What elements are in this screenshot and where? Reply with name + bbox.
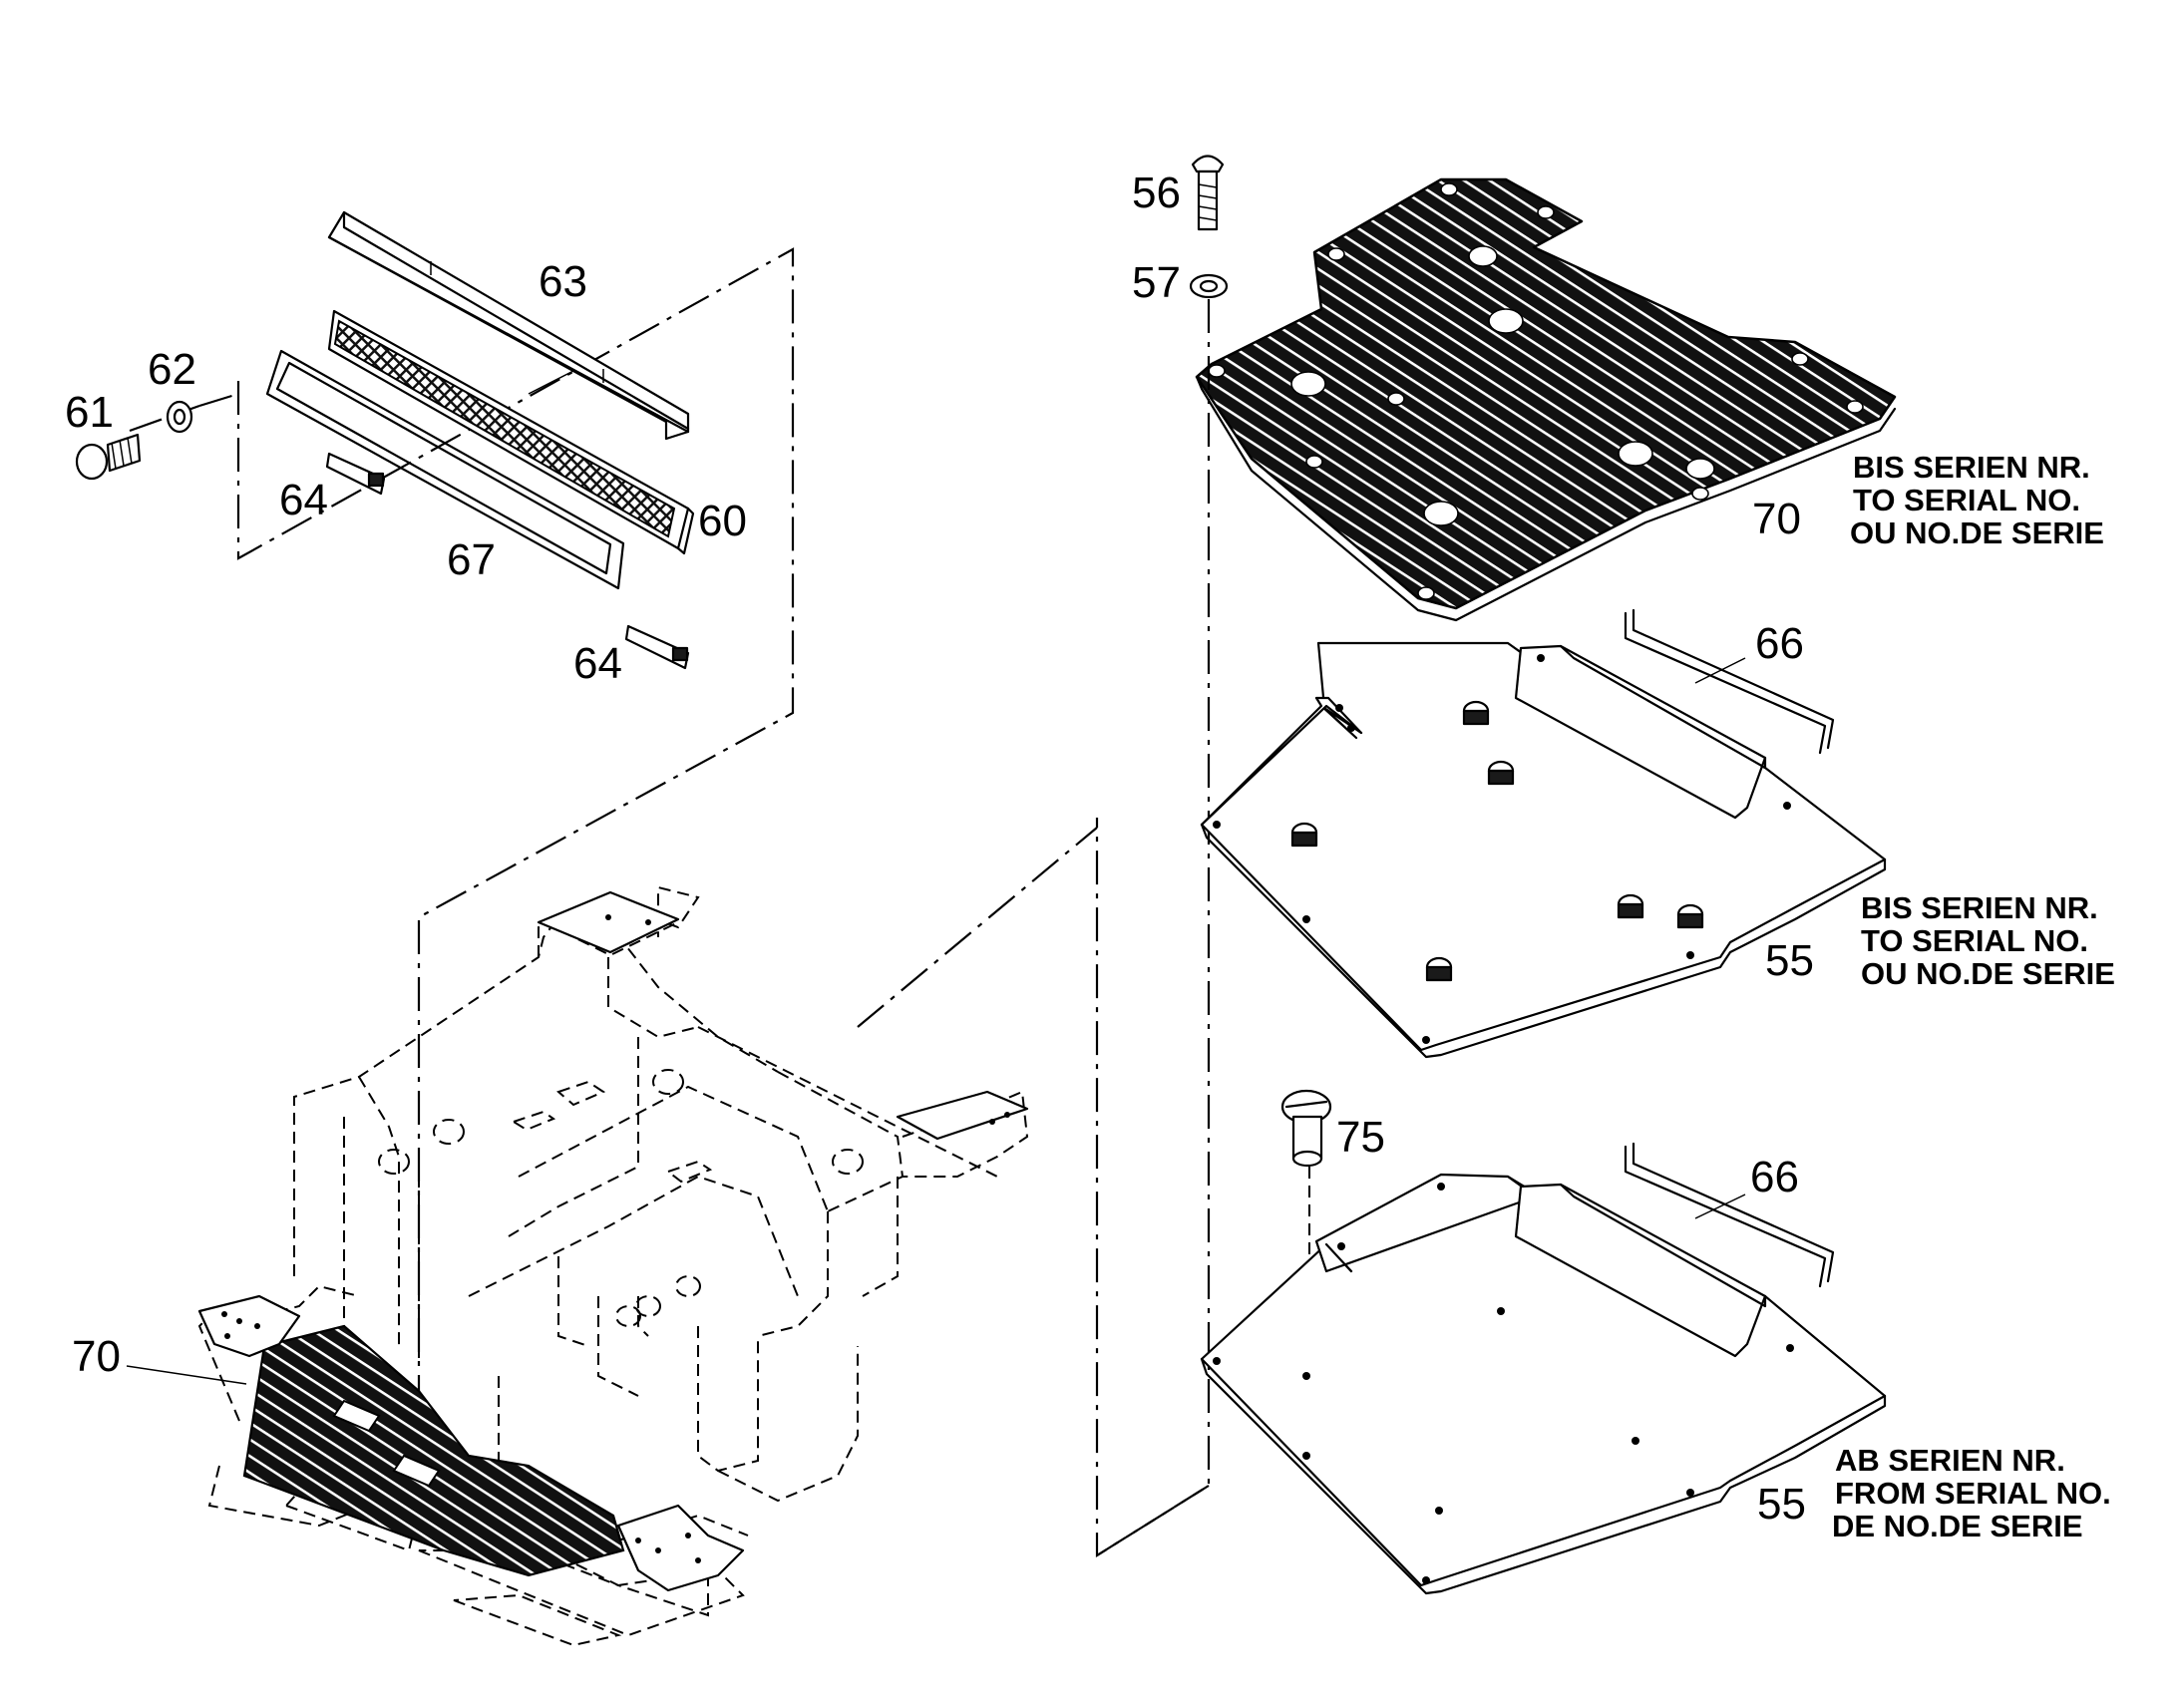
callout-labels: 56 57 61 62 63 64 67 60 64 70 66 55 75 6… xyxy=(65,169,1814,1529)
callout-66-lower: 66 xyxy=(1750,1153,1799,1201)
callout-60: 60 xyxy=(698,497,747,545)
note-line: BIS SERIEN NR. xyxy=(1861,890,2098,925)
serial-note-55-upper: BIS SERIEN NR. TO SERIAL NO. OU NO.DE SE… xyxy=(1861,890,2115,991)
clip-64b xyxy=(624,624,690,670)
callout-64a: 64 xyxy=(279,476,328,524)
note-line: OU NO.DE SERIE xyxy=(1850,515,2104,550)
channel-strip-63 xyxy=(327,210,690,441)
mesh-filter-60 xyxy=(327,309,695,555)
callout-55-upper: 55 xyxy=(1765,936,1814,985)
callout-55-lower: 55 xyxy=(1757,1480,1806,1529)
callout-61: 61 xyxy=(65,388,114,437)
bolt-61 xyxy=(75,433,142,481)
note-line: BIS SERIEN NR. xyxy=(1853,450,2090,485)
callout-56: 56 xyxy=(1132,169,1181,217)
note-line: FROM SERIAL NO. xyxy=(1835,1476,2111,1511)
gasket-frame-67 xyxy=(265,349,625,590)
clip-64a xyxy=(325,452,386,496)
callout-63: 63 xyxy=(539,257,587,306)
callout-70-left: 70 xyxy=(72,1332,121,1381)
filter-assembly xyxy=(75,210,795,1406)
note-line: TO SERIAL NO. xyxy=(1861,923,2088,958)
floor-mat-70-installed xyxy=(242,1324,625,1577)
washer-57 xyxy=(1189,273,1229,299)
callout-75: 75 xyxy=(1336,1113,1385,1162)
callout-66-upper: 66 xyxy=(1755,619,1804,668)
bolt-56 xyxy=(1191,155,1225,231)
callout-57: 57 xyxy=(1132,258,1181,307)
serial-note-70: BIS SERIEN NR. TO SERIAL NO. OU NO.DE SE… xyxy=(1850,450,2104,550)
note-line: DE NO.DE SERIE xyxy=(1832,1509,2083,1543)
note-line: TO SERIAL NO. xyxy=(1853,483,2080,517)
note-line: AB SERIEN NR. xyxy=(1835,1443,2065,1478)
floor-plate-55-upper xyxy=(1200,608,1887,1059)
floor-mat-70 xyxy=(1195,177,1897,622)
callout-70-right: 70 xyxy=(1752,495,1801,543)
screw-75 xyxy=(1280,1089,1332,1168)
boss-nuts xyxy=(1290,700,1704,982)
floor-plate-55-lower xyxy=(1200,1142,1887,1595)
callout-64b: 64 xyxy=(573,639,622,688)
serial-note-55-lower: AB SERIEN NR. FROM SERIAL NO. DE NO.DE S… xyxy=(1832,1443,2111,1543)
callout-62: 62 xyxy=(148,345,196,394)
callout-67: 67 xyxy=(447,535,496,584)
washer-62 xyxy=(166,400,193,434)
note-line: OU NO.DE SERIE xyxy=(1861,956,2115,991)
frame-assembly xyxy=(126,885,1029,1647)
